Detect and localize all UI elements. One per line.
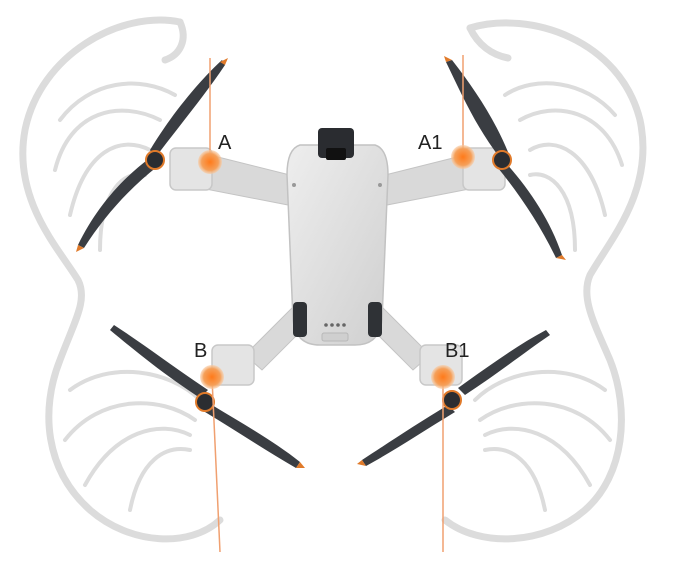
label-a: A bbox=[218, 132, 232, 154]
drone-body bbox=[286, 128, 389, 346]
label-b: B bbox=[194, 340, 207, 362]
propeller-front-left bbox=[76, 58, 228, 252]
label-a1: A1 bbox=[418, 132, 442, 154]
propeller-rear-left bbox=[110, 325, 305, 468]
guide-lines bbox=[209, 55, 464, 553]
propeller-front-right bbox=[444, 56, 566, 260]
marker-b1 bbox=[431, 365, 455, 389]
propeller-rear-right bbox=[357, 330, 550, 466]
marker-b bbox=[200, 365, 224, 389]
marker-a bbox=[198, 150, 222, 174]
propeller-guard bbox=[19, 16, 647, 543]
marker-a1 bbox=[451, 145, 475, 169]
label-b1: B1 bbox=[445, 340, 469, 362]
guide-line-b bbox=[211, 377, 221, 553]
